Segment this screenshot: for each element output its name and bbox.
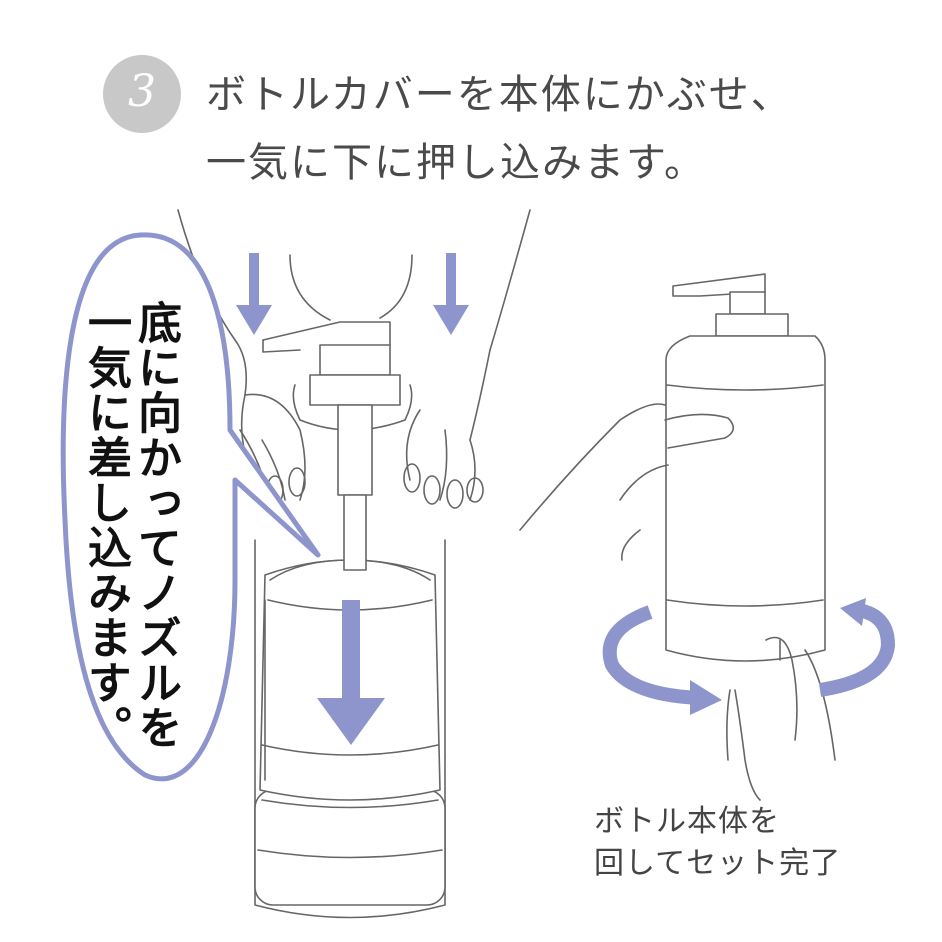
speech-bubble	[60, 232, 321, 782]
caption-line-2: 回してセット完了	[594, 846, 842, 881]
instruction-line-2: 一気に下に押し込みます。	[206, 140, 706, 186]
arrow-down-right	[433, 253, 469, 335]
step-number: 3	[128, 66, 156, 117]
bubble-text-column-1: 底に向かってノズルを	[130, 300, 181, 750]
caption-line-1: ボトル本体を	[594, 804, 780, 839]
step-number-badge: 3	[103, 55, 181, 133]
arrow-rotate-left	[602, 605, 722, 715]
bottle-base	[254, 539, 446, 919]
arrow-rotate-right	[818, 598, 896, 697]
instruction-line-1: ボトルカバーを本体にかぶせ、	[206, 72, 793, 118]
arrow-down-left	[236, 253, 272, 335]
bottle-right	[665, 273, 826, 662]
bubble-text-column-2: 一気に差し込みます。	[80, 300, 131, 750]
arrows	[236, 253, 896, 745]
arrow-down-center	[317, 600, 385, 745]
pump-nozzle	[262, 321, 413, 571]
